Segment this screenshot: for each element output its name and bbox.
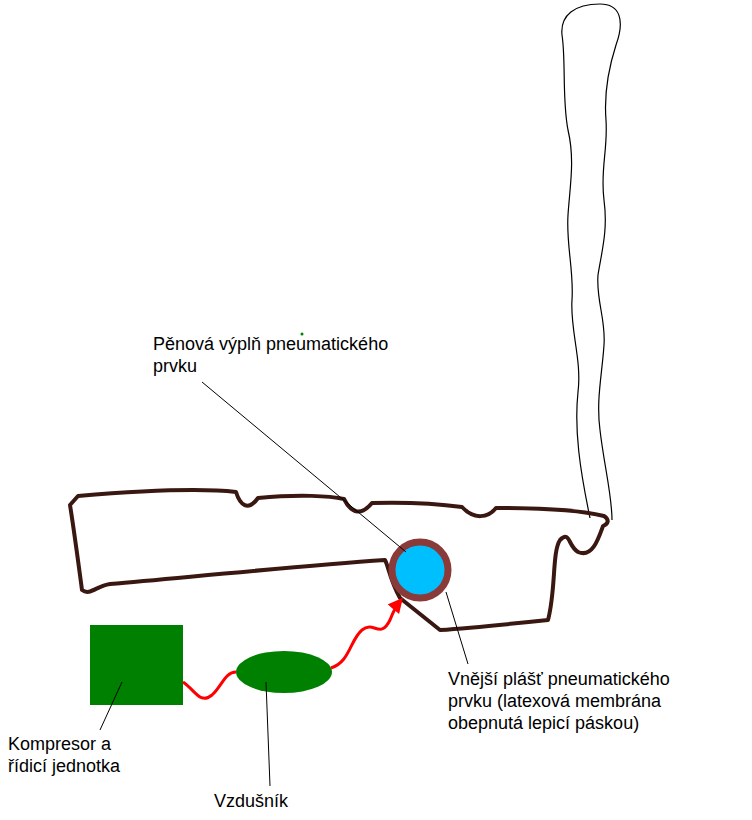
callout-label: Pěnová výplň pneumatického prvku [153,333,403,377]
leader-line [100,682,122,730]
air-tube [183,672,236,698]
airbag [236,651,332,693]
callout-label: Vnější plášť pneumatického prvku (latexo… [448,668,698,734]
seat-cushion-outline [70,490,608,630]
backrest-outline [562,4,620,520]
callout-label: Kompresor a řídicí jednotka [8,733,148,777]
leader-line [266,682,270,786]
leader-line [446,592,468,664]
pneumatic-element [392,542,448,598]
leader-line [202,382,406,552]
compressor-unit [90,625,183,705]
air-tube [331,600,401,668]
callout-label: Vzdušník [214,790,374,812]
